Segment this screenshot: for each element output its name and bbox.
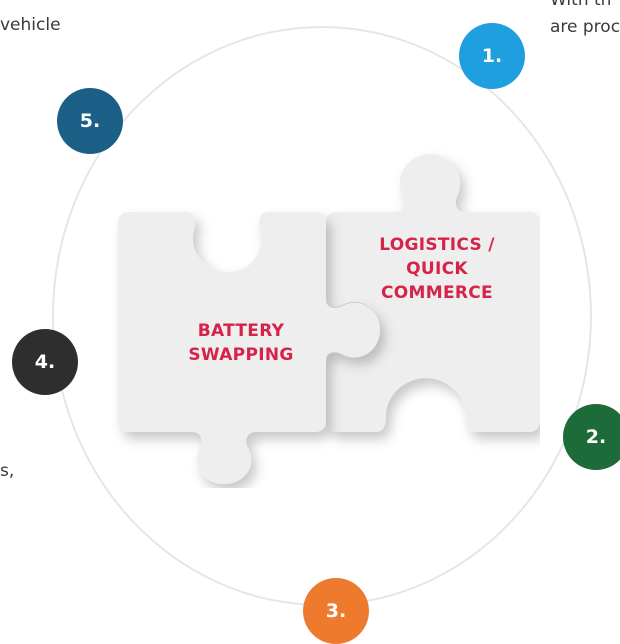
step-2-badge: 2. [563, 404, 620, 470]
logistics-label-line-3: COMMERCE [381, 283, 493, 303]
logistics-quick-commerce-label: LOGISTICS / QUICK COMMERCE [372, 233, 502, 305]
logistics-label-line-2: QUICK [406, 259, 468, 279]
text-fragment-bottom-left: s, [0, 461, 15, 481]
text-fragment-top-right-line-2: are proc [550, 17, 620, 37]
battery-swapping-puzzle-piece [118, 212, 380, 484]
step-4-badge: 4. [12, 329, 78, 395]
step-3-badge: 3. [303, 578, 369, 644]
puzzle-pieces [118, 154, 540, 484]
step-1-badge: 1. [459, 23, 525, 89]
text-fragment-top-right-line-1: With th [550, 0, 612, 10]
text-fragment-top-left: vehicle [0, 15, 61, 35]
logistics-label-line-1: LOGISTICS / [379, 235, 495, 255]
puzzle-graphic: BATTERY SWAPPING LOGISTICS / QUICK COMME… [100, 138, 540, 488]
step-5-badge: 5. [57, 88, 123, 154]
logistics-puzzle-piece [326, 154, 540, 432]
battery-swapping-label: BATTERY SWAPPING [176, 319, 306, 367]
battery-swapping-label-line-1: BATTERY [197, 321, 285, 341]
battery-swapping-label-line-2: SWAPPING [188, 345, 294, 365]
